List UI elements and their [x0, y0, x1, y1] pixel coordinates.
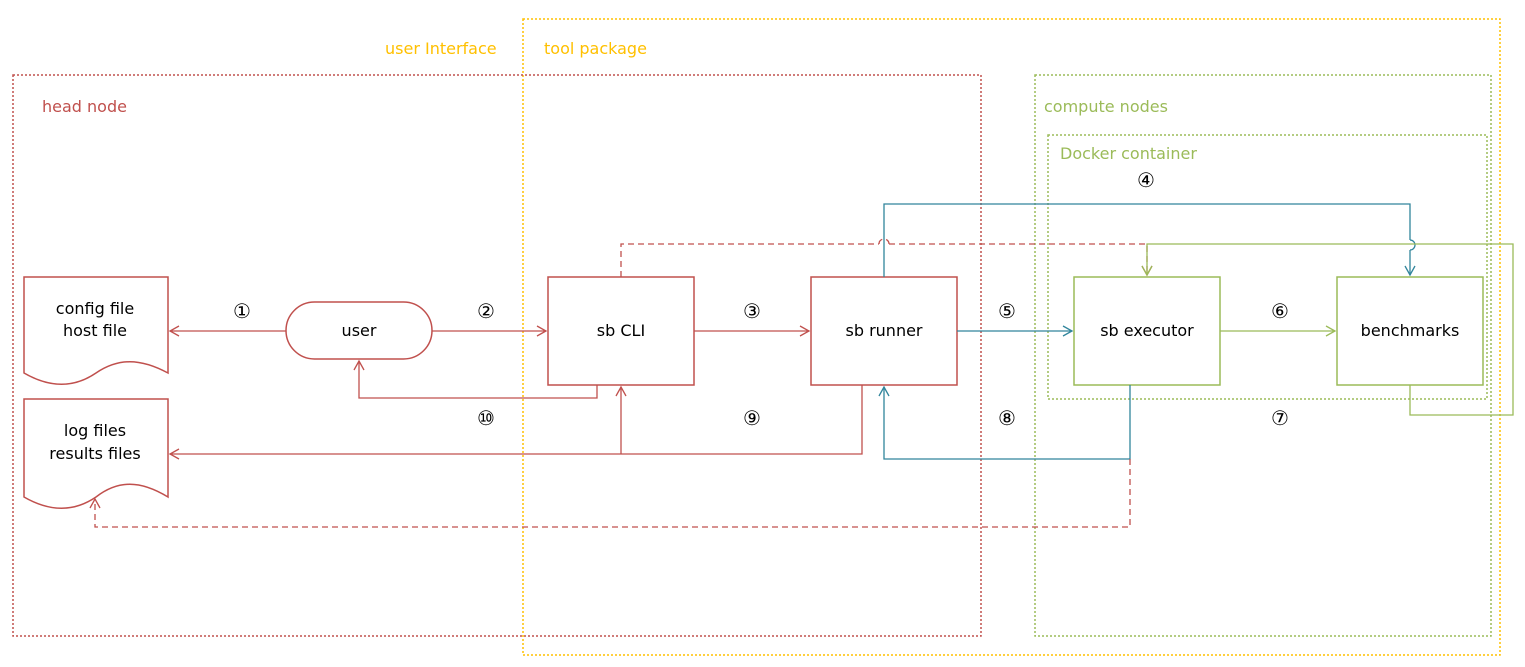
config-file-label: config file — [56, 299, 134, 318]
step-3: ③ — [743, 299, 761, 323]
benchmarks-label: benchmarks — [1361, 321, 1460, 340]
arrow-4-hop — [1409, 239, 1416, 251]
step-9: ⑨ — [743, 406, 761, 430]
compute-nodes-label: compute nodes — [1044, 97, 1168, 116]
log-files-label: log files — [64, 421, 126, 440]
arrow-9 — [168, 385, 863, 460]
user-label: user — [342, 321, 377, 340]
compute-nodes-region — [1034, 74, 1492, 637]
dashed-arrow-cli-executor-tail — [889, 243, 1153, 277]
step-6: ⑥ — [1271, 299, 1289, 323]
arrow-4 — [883, 203, 1411, 277]
config-document-shape — [23, 276, 169, 385]
dashed-arrow-hop — [878, 238, 890, 245]
arrow-8 — [878, 385, 1131, 460]
sb-runner-label: sb runner — [846, 321, 923, 340]
results-files-label: results files — [49, 444, 140, 463]
tool-package-label: tool package — [544, 39, 647, 58]
arrow-7 — [1141, 243, 1514, 416]
log-document-shape — [23, 398, 169, 509]
head-node-label: head node — [42, 97, 127, 116]
sb-executor-label: sb executor — [1100, 321, 1194, 340]
sb-cli-node — [547, 276, 695, 386]
dashed-arrow-executor-log — [89, 459, 1131, 528]
step-1: ① — [233, 299, 251, 323]
step-10: ⑩ — [477, 406, 495, 430]
step-4: ④ — [1137, 168, 1155, 192]
step-8: ⑧ — [998, 406, 1016, 430]
sb-cli-label: sb CLI — [597, 321, 645, 340]
tool-package-region — [522, 18, 1501, 656]
arrow-10 — [353, 359, 598, 399]
step-7: ⑦ — [1271, 406, 1289, 430]
benchmarks-node — [1336, 276, 1484, 386]
docker-container-region — [1047, 134, 1488, 400]
step-5: ⑤ — [998, 299, 1016, 323]
step-2: ② — [477, 299, 495, 323]
head-node-region — [12, 74, 982, 637]
user-interface-label: user Interface — [385, 39, 497, 58]
dashed-arrow-cli-executor — [620, 243, 879, 277]
host-file-label: host file — [63, 321, 127, 340]
docker-container-label: Docker container — [1060, 144, 1197, 163]
